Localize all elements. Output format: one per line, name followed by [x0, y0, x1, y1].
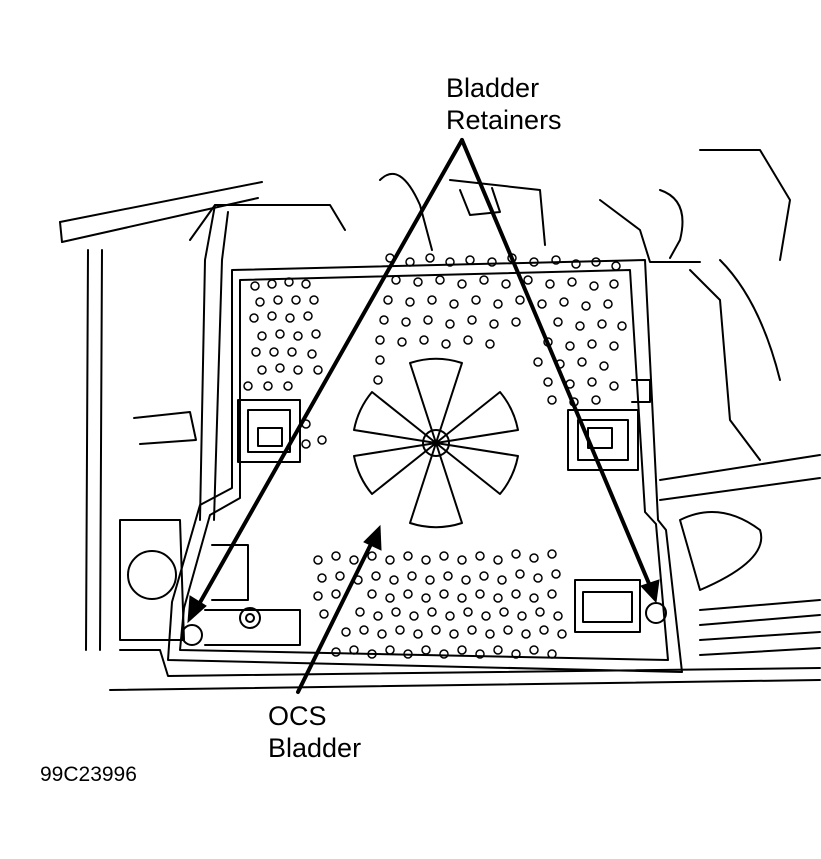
ocs-bladder-label: OCS Bladder — [268, 700, 361, 764]
retainer-left-callout — [187, 138, 464, 624]
label-line: Bladder — [268, 733, 362, 763]
radial-pattern — [353, 357, 519, 529]
retainer-right-callout — [460, 138, 660, 604]
label-line: OCS — [268, 701, 327, 731]
label-line: Retainers — [446, 105, 562, 135]
bladder-callout — [296, 524, 382, 694]
bladder-plate — [167, 259, 683, 673]
bladder-retainers-label: Bladder Retainers — [446, 72, 562, 136]
seat-frame-outline — [59, 149, 821, 691]
label-line: Bladder — [446, 73, 540, 103]
figure-id: 99C23996 — [40, 763, 137, 786]
